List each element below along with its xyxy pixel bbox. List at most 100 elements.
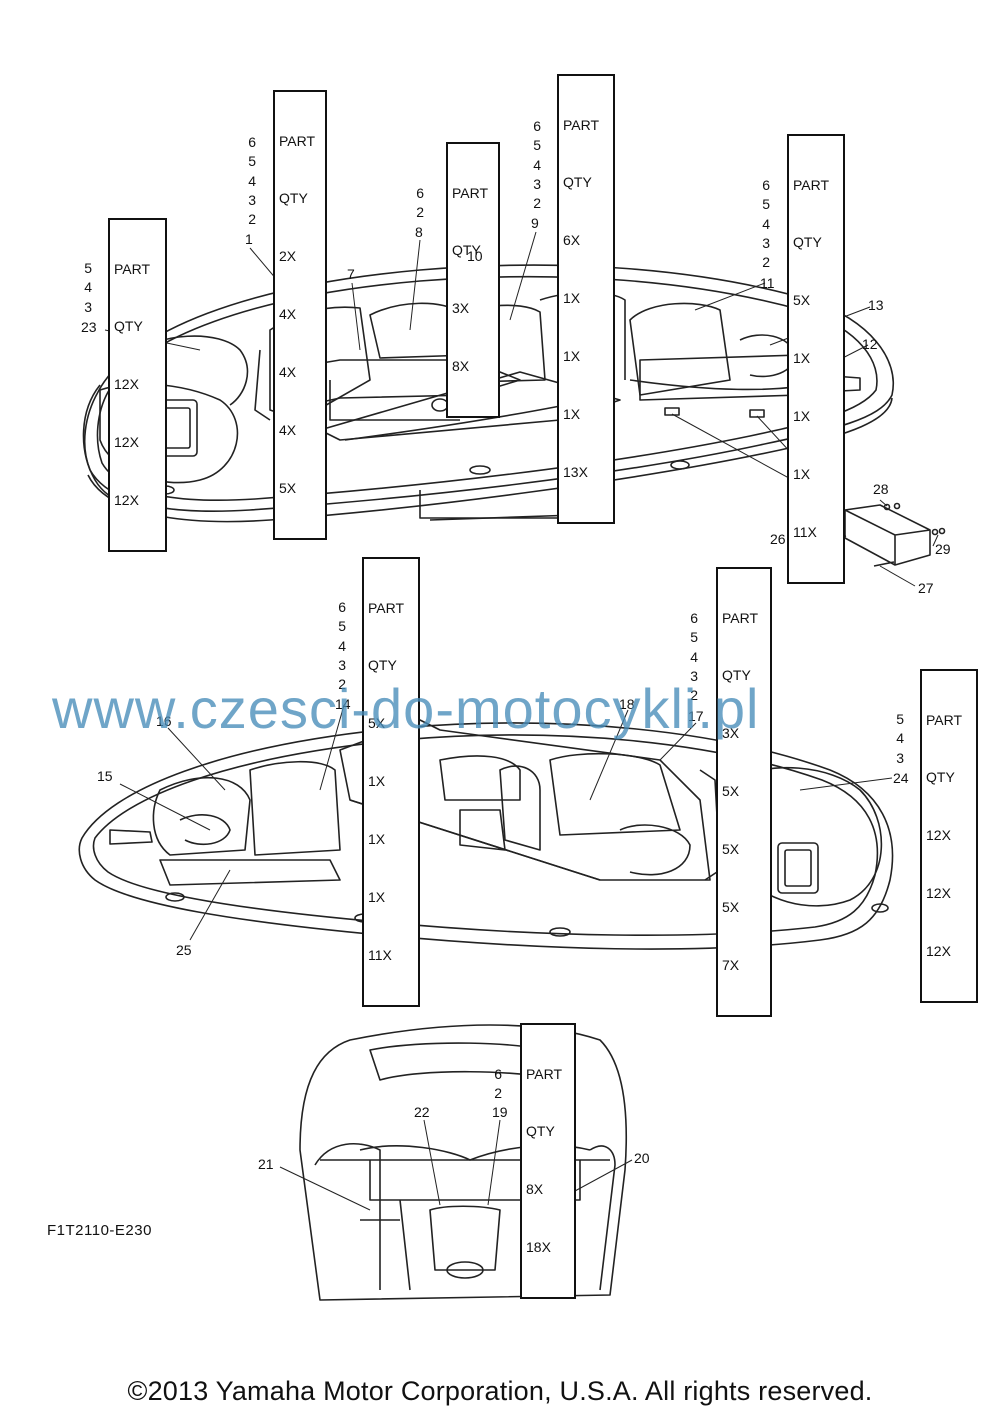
part-header: PART	[452, 184, 489, 201]
qty-box: PART QTY 5X 1X 1X 1X 11X	[362, 557, 420, 1007]
qty-value: 1X	[793, 466, 811, 483]
qty-value: 4X	[279, 422, 297, 439]
part-header: PART	[926, 711, 963, 728]
part-number: 5	[533, 137, 541, 154]
part-number: 3	[338, 656, 346, 673]
qty-value: 1X	[368, 831, 386, 848]
qty-value: 5X	[279, 479, 297, 496]
qty-value: 1X	[563, 406, 581, 423]
part-number: 5	[762, 196, 770, 213]
part-number: 4	[84, 279, 92, 296]
part-number: 4	[690, 648, 698, 665]
part-numbers: 6 2	[484, 1065, 502, 1104]
part-number: 3	[896, 749, 904, 766]
callout-25: 25	[176, 942, 192, 958]
callout-28: 28	[873, 481, 889, 497]
callout-8: 8	[415, 224, 423, 240]
part-number: 6	[762, 177, 770, 193]
part-number: 4	[896, 730, 904, 747]
qty-header: QTY	[114, 318, 143, 335]
part-number: 6	[690, 610, 698, 626]
qty-box: PART QTY 2X 4X 4X 4X 5X	[273, 90, 327, 540]
part-number: 3	[533, 175, 541, 192]
qty-box: PART QTY 3X 8X	[446, 142, 500, 419]
watermark: www.czesci-do-motocykli.pl	[52, 677, 760, 740]
qty-value: 5X	[722, 899, 740, 916]
qty-value: 12X	[114, 376, 139, 393]
part-numbers: 6 2	[406, 184, 424, 223]
part-number: 4	[248, 172, 256, 189]
qty-value: 8X	[526, 1181, 544, 1198]
qty-header: QTY	[368, 657, 397, 674]
qty-value: 7X	[722, 956, 740, 973]
qty-value: 12X	[926, 885, 951, 902]
callout-26: 26	[770, 531, 786, 547]
qty-value: 5X	[722, 841, 740, 858]
part-header: PART	[793, 176, 830, 193]
callout-29: 29	[935, 541, 951, 557]
part-number: 6	[248, 134, 256, 150]
part-number: 2	[338, 676, 346, 693]
qty-value: 12X	[926, 943, 951, 960]
part-number: 4	[762, 215, 770, 232]
qty-header: QTY	[722, 667, 751, 684]
part-number: 3	[690, 667, 698, 684]
qty-box: PART QTY 12X 12X 12X	[920, 669, 978, 1004]
callout-24: 24	[893, 770, 909, 786]
qty-header: QTY	[452, 242, 481, 259]
part-number: 2	[494, 1085, 502, 1102]
part-number: 3	[248, 191, 256, 208]
part-number: 5	[690, 629, 698, 646]
part-number: 6	[494, 1066, 502, 1082]
qty-value: 4X	[279, 306, 297, 323]
part-numbers: 6 5 4 3 2	[328, 598, 346, 694]
qty-value: 3X	[452, 300, 470, 317]
qty-box: PART QTY 3X 5X 5X 5X 7X	[716, 567, 772, 1017]
callout-14: 14	[335, 696, 351, 712]
part-number: 5	[338, 618, 346, 635]
figure-code: F1T2110-E230	[47, 1222, 152, 1239]
qty-value: 3X	[722, 725, 740, 742]
part-number: 3	[84, 298, 92, 315]
part-numbers: 6 5 4 3 2	[752, 176, 770, 272]
qty-value: 5X	[368, 715, 386, 732]
callout-18: 18	[619, 696, 635, 712]
rear-deck-drawing	[299, 1024, 628, 1301]
part-header: PART	[563, 116, 600, 133]
qty-value: 5X	[793, 292, 811, 309]
qty-value: 2X	[279, 248, 297, 265]
part-header: PART	[279, 132, 316, 149]
part-numbers: 6 5 4 3 2	[238, 133, 256, 229]
qty-value: 4X	[279, 364, 297, 381]
callout-16: 16	[156, 713, 172, 729]
callout-27: 27	[918, 580, 934, 596]
callout-7: 7	[347, 266, 355, 282]
qty-box: PART QTY 12X 12X 12X	[108, 218, 167, 553]
callout-17: 17	[688, 708, 704, 724]
qty-value: 12X	[114, 492, 139, 509]
part-numbers: 5 4 3	[74, 259, 92, 317]
qty-header: QTY	[793, 234, 822, 251]
part-header: PART	[368, 599, 405, 616]
qty-value: 13X	[563, 463, 588, 480]
callout-23: 23	[81, 319, 97, 335]
qty-value: 1X	[793, 350, 811, 367]
part-number: 2	[416, 204, 424, 221]
part-number: 5	[896, 711, 904, 727]
part-header: PART	[722, 609, 759, 626]
part-number: 2	[690, 687, 698, 704]
qty-value: 1X	[368, 889, 386, 906]
qty-header: QTY	[926, 769, 955, 786]
qty-value: 11X	[368, 946, 392, 963]
qty-header: QTY	[563, 174, 592, 191]
callout-21: 21	[258, 1156, 274, 1172]
part-number: 2	[533, 195, 541, 212]
callout-11: 11	[760, 275, 775, 291]
qty-value: 5X	[722, 783, 740, 800]
qty-header: QTY	[279, 190, 308, 207]
part-number: 6	[416, 185, 424, 201]
qty-value: 1X	[563, 348, 581, 365]
part-number: 6	[338, 599, 346, 615]
qty-box: PART QTY 5X 1X 1X 1X 11X	[787, 134, 845, 584]
callout-10: 10	[467, 248, 483, 264]
